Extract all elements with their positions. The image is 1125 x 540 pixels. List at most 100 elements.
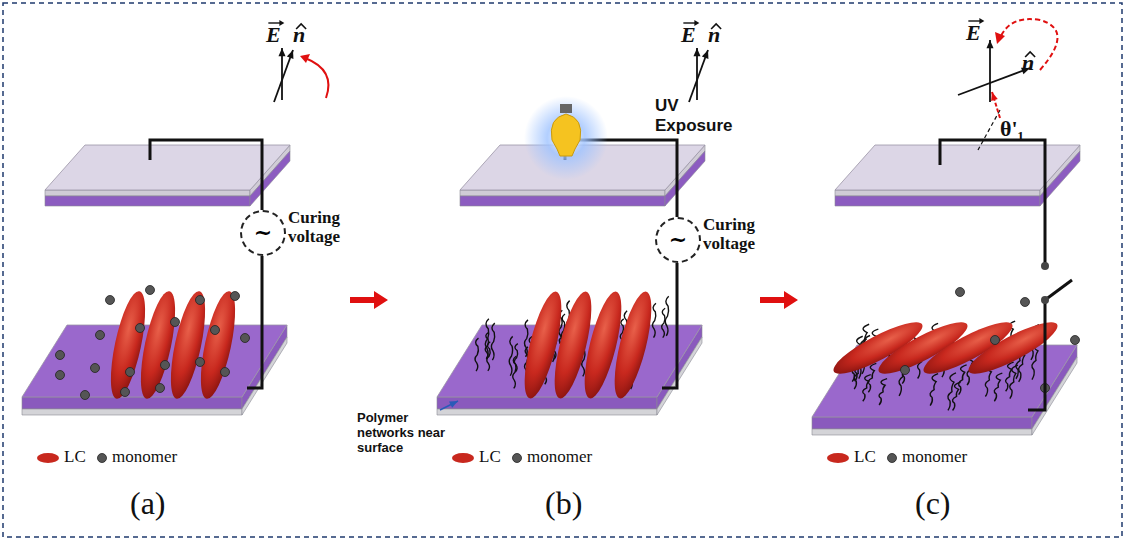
monomer xyxy=(121,388,130,397)
vector-label: n xyxy=(293,22,305,48)
legend-swatch xyxy=(827,453,849,463)
legend-swatch xyxy=(98,454,107,463)
uv-glow xyxy=(524,96,608,180)
polymer-strand xyxy=(652,303,655,337)
legend-swatch xyxy=(37,453,59,463)
polymer-label: Polymer networks near surface xyxy=(357,410,457,455)
monomer xyxy=(106,296,115,305)
monomer xyxy=(196,296,205,305)
arrow-head xyxy=(986,40,993,48)
legend-swatch xyxy=(888,454,897,463)
ac-source: ~Curing voltage xyxy=(240,210,286,256)
monomer xyxy=(156,384,165,393)
bulb xyxy=(551,114,580,156)
monomer xyxy=(221,368,230,377)
vector-arrow xyxy=(992,92,1000,118)
wire xyxy=(662,263,677,388)
polymer-strand xyxy=(879,379,887,405)
arrow-head xyxy=(991,92,998,101)
uv-label: UV Exposure xyxy=(655,96,741,136)
polymer-strand xyxy=(959,365,967,395)
angle-label: θ'₁ xyxy=(1000,116,1024,142)
monomer xyxy=(1021,298,1030,307)
monomer xyxy=(126,368,135,377)
vector-arrow xyxy=(958,68,1030,95)
source-label: Curing voltage xyxy=(703,215,775,253)
rotation-arrow xyxy=(305,58,328,98)
legend-text: monomer xyxy=(527,447,592,467)
legend-text: LC xyxy=(64,447,86,467)
vector-arrow xyxy=(274,50,293,102)
plate-side xyxy=(460,196,665,206)
polymer-strand xyxy=(665,296,668,336)
monomer xyxy=(1071,336,1080,345)
plate-side xyxy=(835,196,1040,206)
monomer xyxy=(956,288,965,297)
ac-source: ~Curing voltage xyxy=(655,217,701,263)
legend-text: LC xyxy=(854,447,876,467)
arrow-head xyxy=(449,401,458,408)
legend-text: monomer xyxy=(112,447,177,467)
plate-side xyxy=(45,196,250,206)
monomer xyxy=(991,336,1000,345)
monomer xyxy=(901,366,910,375)
vector-label: n xyxy=(1022,50,1034,76)
bulb-base xyxy=(560,104,572,113)
liquid-crystal xyxy=(963,314,1063,382)
polymer-strand xyxy=(491,323,494,360)
liquid-crystal xyxy=(607,288,659,401)
polymer-strand xyxy=(513,356,516,388)
arrow-head xyxy=(702,50,709,59)
polymer-strand xyxy=(1010,365,1018,399)
monomer xyxy=(91,364,100,373)
monomer xyxy=(81,391,90,400)
source-label: Curing voltage xyxy=(288,208,360,246)
plate-side xyxy=(835,190,1040,196)
polymer-strand xyxy=(863,375,871,402)
legend-swatch xyxy=(452,453,474,463)
vector-label: E xyxy=(266,22,281,48)
legend-text: monomer xyxy=(902,447,967,467)
ac-symbol: ~ xyxy=(254,222,272,244)
monomer xyxy=(171,318,180,327)
switch-contact xyxy=(1041,296,1049,304)
monomer xyxy=(56,371,65,380)
vector-label: E xyxy=(966,20,981,46)
panel-label: (c) xyxy=(915,485,951,522)
arrow-head xyxy=(693,48,700,56)
plate-side xyxy=(460,190,665,196)
switch-contact xyxy=(1041,262,1049,270)
wire xyxy=(940,140,1045,265)
plate-face xyxy=(45,145,290,190)
process-arrow xyxy=(350,291,388,309)
plate-side xyxy=(812,429,1032,435)
polymer-strand xyxy=(485,319,488,359)
plate-side xyxy=(22,409,242,415)
plate-side xyxy=(22,397,242,409)
polymer-strand xyxy=(475,338,478,371)
legend-text: LC xyxy=(479,447,501,467)
arrow-head xyxy=(278,48,285,56)
monomer xyxy=(136,324,145,333)
switch-lever xyxy=(1045,280,1072,300)
monomer xyxy=(231,292,240,301)
plate-face xyxy=(835,145,1080,190)
polymer-strand xyxy=(509,336,512,375)
monomer xyxy=(196,358,205,367)
monomer xyxy=(56,351,65,360)
polymer-strand xyxy=(952,382,960,410)
vector-arrow xyxy=(989,40,991,102)
liquid-crystal xyxy=(194,288,242,401)
polymer-strand xyxy=(662,308,665,337)
monomer xyxy=(146,286,155,295)
dashed-axis xyxy=(978,110,1000,150)
polymer-strand xyxy=(868,363,876,392)
plate-side xyxy=(45,190,250,196)
monomer xyxy=(211,326,220,335)
plate-side xyxy=(437,409,657,415)
legend-swatch xyxy=(513,454,522,463)
vector-label: E xyxy=(681,22,696,48)
plate-side xyxy=(812,417,1032,429)
monomer xyxy=(161,361,170,370)
arrow-head xyxy=(300,54,310,63)
